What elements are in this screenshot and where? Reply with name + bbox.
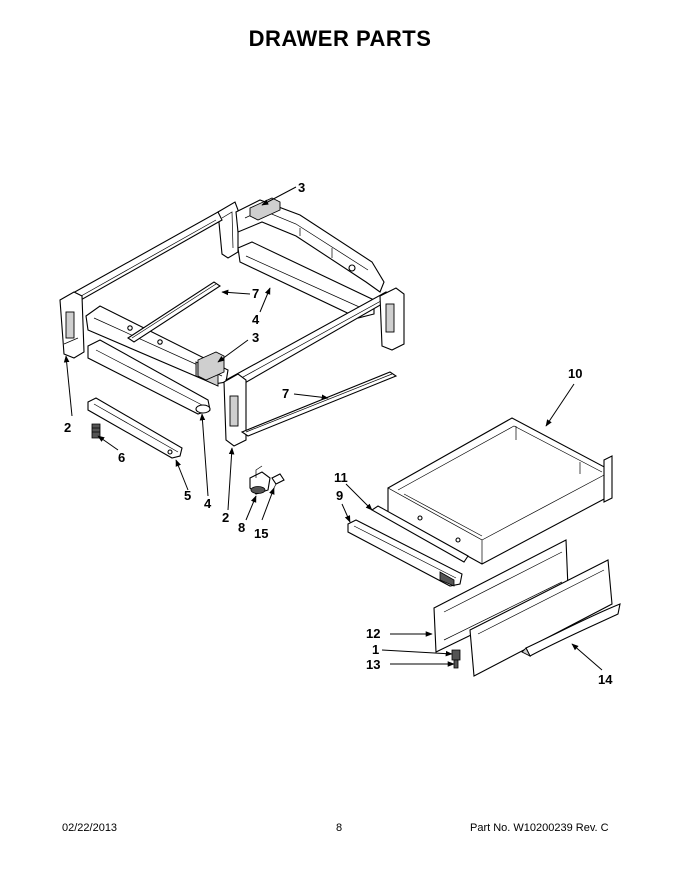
callout-labels: 3 7 4 3 7 2 6 5 4 2 8 15 10 11 9 12 1 13… bbox=[64, 180, 613, 687]
callout-7-upper: 7 bbox=[252, 286, 259, 301]
leveling-leg-parts bbox=[249, 465, 285, 495]
drawer-support-frame bbox=[59, 197, 405, 447]
callout-5: 5 bbox=[184, 488, 191, 503]
page-title: DRAWER PARTS bbox=[248, 26, 432, 51]
callout-6: 6 bbox=[118, 450, 125, 465]
callout-9: 9 bbox=[336, 488, 343, 503]
callout-4-lower: 4 bbox=[204, 496, 212, 511]
callout-3-top: 3 bbox=[298, 180, 305, 195]
callout-1: 1 bbox=[372, 642, 379, 657]
callout-3-middle: 3 bbox=[252, 330, 259, 345]
callout-14: 14 bbox=[598, 672, 613, 687]
callout-2-center: 2 bbox=[222, 510, 229, 525]
front-rail-assembly bbox=[87, 397, 183, 459]
callout-10: 10 bbox=[568, 366, 582, 381]
drawer-assembly bbox=[347, 417, 621, 677]
footer-date: 02/22/2013 bbox=[62, 822, 118, 834]
callout-11: 11 bbox=[334, 470, 348, 485]
callout-13: 13 bbox=[366, 657, 380, 672]
footer-page-number: 8 bbox=[336, 822, 343, 834]
callout-12: 12 bbox=[366, 626, 380, 641]
callout-2-left: 2 bbox=[64, 420, 71, 435]
callout-7-lower: 7 bbox=[282, 386, 289, 401]
leader-lines bbox=[63, 186, 603, 671]
callout-8: 8 bbox=[238, 520, 245, 535]
footer-part-number: Part No. W10200239 Rev. C bbox=[470, 822, 609, 834]
callout-4-upper: 4 bbox=[252, 312, 260, 327]
callout-15: 15 bbox=[254, 526, 268, 541]
